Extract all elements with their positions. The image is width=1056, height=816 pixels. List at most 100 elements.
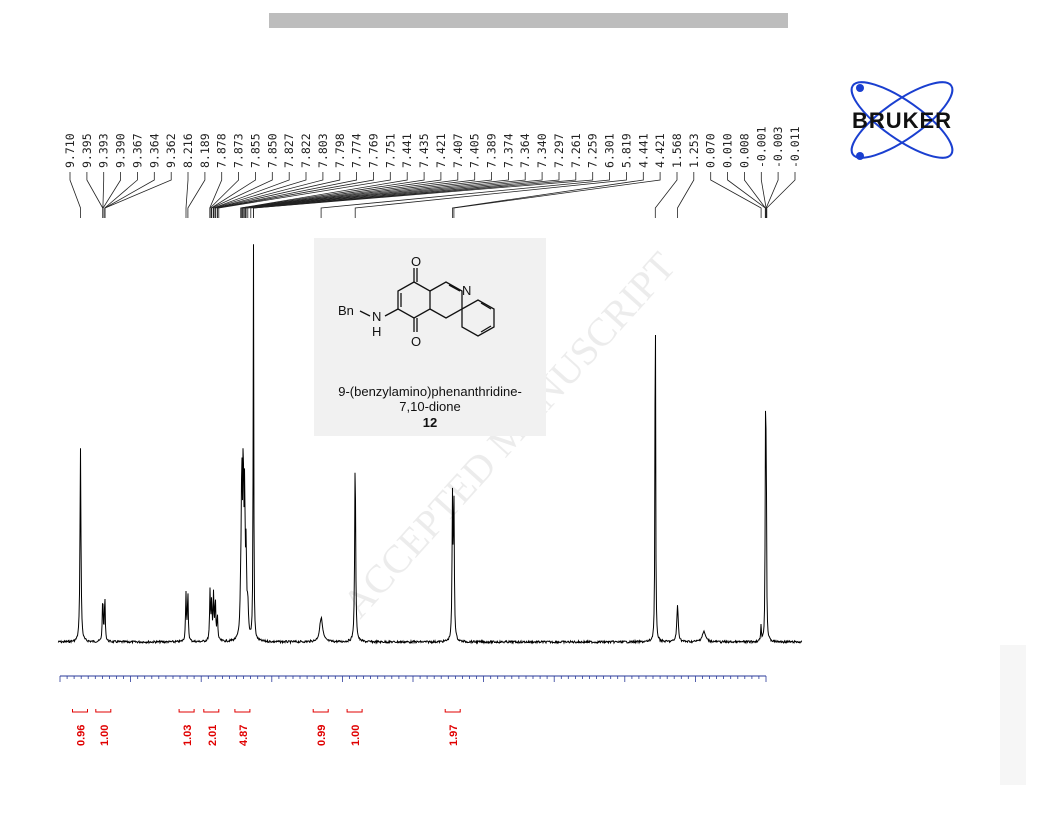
peak-label: 7.803 [316, 133, 330, 168]
peak-label-connector [86, 172, 104, 218]
peak-label: 9.393 [97, 133, 111, 168]
header-bar [269, 13, 788, 28]
peak-label: 9.367 [130, 133, 144, 168]
spectrum-trace [57, 244, 803, 645]
integral-value: 0.99 [316, 725, 328, 746]
peak-label-connector [187, 172, 206, 218]
peak-label: 7.421 [434, 133, 448, 168]
peak-label-connector [218, 172, 391, 218]
peak-label: 4.421 [653, 133, 667, 168]
benzo-double-bond [480, 302, 492, 310]
peak-label: 1.253 [687, 133, 701, 168]
side-panel [1000, 645, 1026, 785]
peak-label-connector [765, 172, 779, 218]
peak-label: 7.441 [400, 133, 414, 168]
peak-label-connector [210, 172, 256, 218]
peak-label-connector [244, 172, 509, 218]
peak-label-connector [240, 172, 425, 218]
peak-label-connector [212, 172, 290, 218]
atom-amine-h: H [372, 324, 381, 339]
peak-label: 7.259 [586, 133, 600, 168]
peak-label: 7.850 [265, 133, 279, 168]
peak-label-connector [453, 172, 661, 218]
logo-dot-top [856, 84, 864, 92]
peak-label-connector [677, 172, 695, 218]
peak-label-connector [240, 172, 408, 218]
peak-label-connector [102, 172, 121, 218]
peak-label: 7.798 [333, 133, 347, 168]
peak-label: 7.769 [367, 133, 381, 168]
peak-label-connector [354, 172, 627, 218]
peak-label-connector [452, 172, 644, 218]
peak-label: 9.364 [147, 133, 161, 168]
peak-label: -0.011 [788, 126, 802, 168]
peak-label-connector [243, 172, 492, 218]
peak-label: 7.878 [215, 133, 229, 168]
peak-label: 9.390 [114, 133, 128, 168]
integral-value: 1.03 [182, 725, 194, 746]
amine-bond [384, 308, 399, 317]
peak-label: 7.407 [451, 133, 465, 168]
spectrum-trace-group [57, 244, 803, 645]
peak-label: 1.568 [670, 133, 684, 168]
benzo-ring [461, 299, 495, 337]
atom-amine-n: N [372, 309, 381, 324]
integral-bracket [95, 709, 112, 713]
integral-value: 1.00 [99, 725, 111, 746]
peak-label-connector [215, 172, 341, 218]
peak-label-connector [247, 172, 543, 218]
peak-label-connector [241, 172, 442, 218]
compound-number: 12 [423, 415, 437, 430]
bruker-logo: BRUKER [850, 81, 954, 160]
substituent-bn: Bn [338, 303, 354, 318]
logo-orbit-2 [850, 81, 954, 159]
peak-label: 9.362 [164, 133, 178, 168]
logo-dot-bottom [856, 152, 864, 160]
integral-bracket [346, 709, 363, 713]
peak-label-connector [727, 172, 766, 218]
peak-label: 7.435 [417, 133, 431, 168]
peak-label: 7.827 [282, 133, 296, 168]
atom-ring-n: N [462, 283, 471, 298]
peak-label: 6.301 [603, 133, 617, 168]
peak-label-connector [654, 172, 678, 218]
peak-label: 5.819 [619, 133, 633, 168]
peak-label: 7.261 [569, 133, 583, 168]
peak-label-connector [104, 172, 172, 218]
peak-label: 0.008 [737, 133, 751, 168]
structure-background [314, 238, 546, 436]
peak-label: 7.374 [501, 133, 515, 168]
peak-label: -0.001 [754, 126, 768, 168]
integral-bracket [444, 709, 461, 713]
peak-label: 4.441 [636, 133, 650, 168]
integral-value: 1.97 [448, 725, 460, 746]
peak-label: 7.405 [468, 133, 482, 168]
peak-label: 7.297 [552, 133, 566, 168]
compound-name-line1: 9-(benzylamino)phenanthridine- [338, 384, 522, 399]
peak-label: 9.395 [80, 133, 94, 168]
integral-bracket [203, 709, 220, 713]
peak-label: 0.070 [704, 133, 718, 168]
peak-label: 7.855 [249, 133, 263, 168]
atom-o-top: O [411, 254, 421, 269]
peak-label-connector [69, 172, 81, 218]
peak-label: 9.710 [63, 133, 77, 168]
pyridine-double-bond [448, 284, 461, 292]
peak-label: 8.189 [198, 133, 212, 168]
peak-label-connector [250, 172, 560, 218]
integral-value: 2.01 [207, 725, 219, 746]
integral-bracket [72, 709, 88, 713]
integral-bracket [312, 709, 329, 713]
peak-label-connector [253, 172, 594, 218]
atom-o-bottom: O [411, 334, 421, 349]
logo-orbit-1 [850, 81, 954, 159]
peak-label: 7.822 [299, 133, 313, 168]
peak-label: 8.216 [181, 133, 195, 168]
peak-label: 7.873 [232, 133, 246, 168]
benzyl-bond [359, 310, 371, 317]
integral-bracket [234, 709, 251, 713]
peak-label-connector [245, 172, 526, 218]
peak-label-connector [104, 172, 138, 218]
peak-label-connector [320, 172, 610, 218]
